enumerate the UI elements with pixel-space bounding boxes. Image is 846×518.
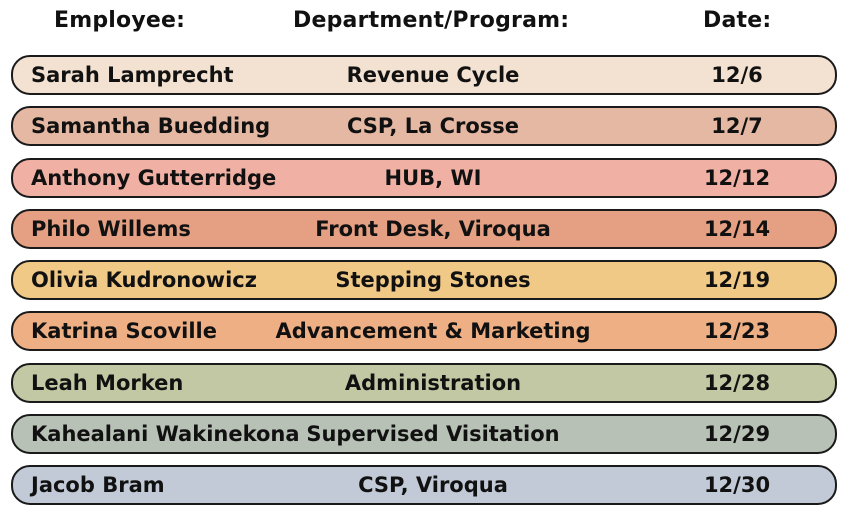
date-value: 12/6 (711, 63, 763, 87)
department-name: Administration (344, 371, 522, 395)
table-row: Philo Willems Front Desk, Viroqua 12/14 (11, 209, 837, 249)
employee-name: Olivia Kudronowicz (31, 268, 257, 292)
employee-name: Philo Willems (31, 217, 191, 241)
department-name: CSP, Viroqua (358, 473, 508, 497)
table-row: Leah Morken Administration 12/28 (11, 363, 837, 403)
employee-name: Katrina Scoville (31, 319, 217, 343)
date-value: 12/14 (703, 217, 771, 241)
table-row: Katrina Scoville Advancement & Marketing… (11, 311, 837, 351)
department-name: Front Desk, Viroqua (315, 217, 551, 241)
department-name: Stepping Stones (335, 268, 531, 292)
department-name: Supervised Visitation (306, 422, 560, 446)
employee-name: Jacob Bram (31, 473, 165, 497)
date-value: 12/7 (711, 114, 763, 138)
employee-name: Leah Morken (31, 371, 184, 395)
department-column-header: Department/Program: (293, 8, 570, 33)
date-value: 12/29 (703, 422, 771, 446)
department-name: HUB, WI (384, 166, 482, 190)
employee-name: Kahealani Wakinekona (31, 422, 300, 446)
table-row: Jacob Bram CSP, Viroqua 12/30 (11, 465, 837, 505)
table-row: Kahealani Wakinekona Supervised Visitati… (11, 414, 837, 454)
date-value: 12/12 (703, 166, 771, 190)
date-value: 12/23 (703, 319, 771, 343)
department-name: Revenue Cycle (346, 63, 520, 87)
table-row: Sarah Lamprecht Revenue Cycle 12/6 (11, 55, 837, 95)
department-name: Advancement & Marketing (275, 319, 591, 343)
employee-column-header: Employee: (54, 8, 186, 33)
employee-name: Anthony Gutterridge (31, 166, 277, 190)
date-value: 12/28 (703, 371, 771, 395)
table-row: Samantha Buedding CSP, La Crosse 12/7 (11, 106, 837, 146)
table-row: Olivia Kudronowicz Stepping Stones 12/19 (11, 260, 837, 300)
employee-name: Sarah Lamprecht (31, 63, 234, 87)
employee-name: Samantha Buedding (31, 114, 271, 138)
date-value: 12/19 (703, 268, 771, 292)
department-name: CSP, La Crosse (346, 114, 520, 138)
date-column-header: Date: (703, 8, 772, 33)
table-row: Anthony Gutterridge HUB, WI 12/12 (11, 158, 837, 198)
date-value: 12/30 (703, 473, 771, 497)
